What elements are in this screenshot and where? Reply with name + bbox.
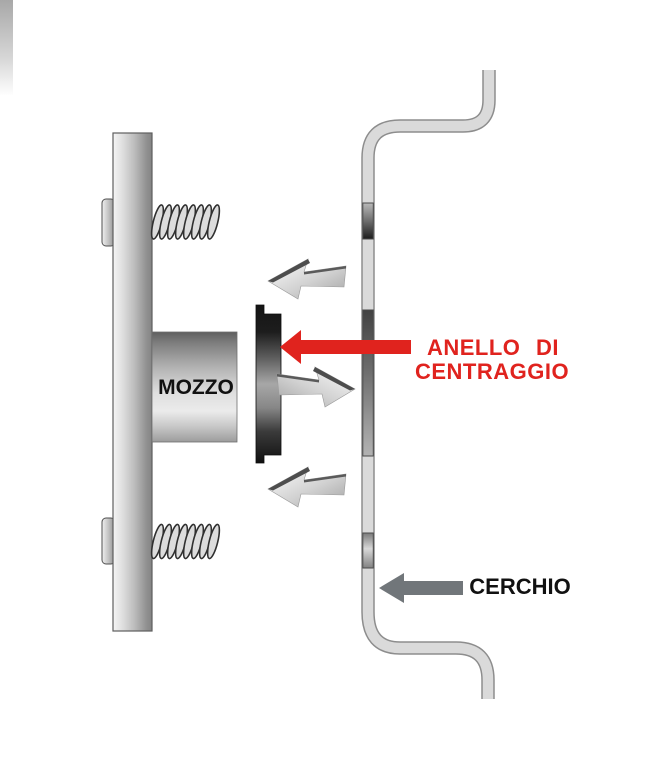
rim-profile bbox=[361, 70, 496, 699]
scan-artifact bbox=[0, 0, 13, 96]
centering-ring bbox=[255, 304, 282, 464]
rim-pointer-arrow bbox=[379, 573, 463, 603]
hub-flange-plate bbox=[112, 132, 153, 632]
rim-center-bore bbox=[362, 309, 374, 457]
insertion-arrow-top bbox=[267, 258, 347, 300]
hub-label: MOZZO bbox=[158, 376, 234, 399]
hub-cylinder bbox=[151, 331, 238, 443]
insertion-arrow-bottom bbox=[267, 466, 347, 508]
ring-label-line1: ANELLO DI bbox=[427, 335, 559, 360]
rim-bolt-hole-top bbox=[362, 202, 374, 240]
ring-label-line2: CENTRAGGIO bbox=[415, 359, 569, 384]
rim-label: CERCHIO bbox=[469, 574, 570, 599]
rim-bolt-hole-bottom bbox=[362, 532, 374, 569]
wheel-stud-bottom-threads bbox=[150, 523, 221, 560]
insertion-arrow-middle bbox=[276, 366, 356, 408]
ring-pointer-arrow bbox=[280, 330, 411, 364]
wheel-stud-top-threads bbox=[150, 204, 221, 240]
